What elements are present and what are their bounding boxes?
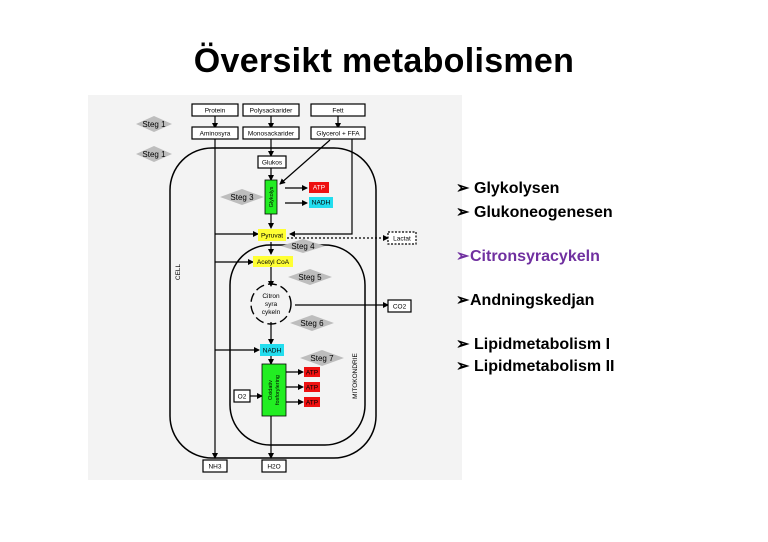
step-4-label: Steg 4 xyxy=(291,242,315,251)
list-item[interactable]: ➢Glykolysen xyxy=(456,178,559,198)
nadh-glycolysis-label: NADH xyxy=(312,200,331,207)
arrow-bullet-icon: ➢ xyxy=(456,248,470,265)
list-item-label: Lipidmetabolism II xyxy=(474,358,615,375)
atp-label-2: ATP xyxy=(306,385,318,392)
glukos-label: Glukos xyxy=(262,160,283,167)
atp-label-1: ATP xyxy=(306,370,318,377)
protein-label: Protein xyxy=(205,108,226,115)
list-item-label: Andningskedjan xyxy=(470,292,595,309)
list-item-label: Lipidmetabolism I xyxy=(474,336,611,353)
pyruvat-label: Pyruvat xyxy=(261,233,283,240)
h2o-label: H2O xyxy=(267,464,280,471)
step-1b-label: Steg 1 xyxy=(142,150,166,159)
co2-label: CO2 xyxy=(393,304,407,311)
atp-label-3: ATP xyxy=(306,400,318,407)
list-item[interactable]: ➢Lipidmetabolism I xyxy=(456,334,610,354)
arrow-bullet-icon: ➢ xyxy=(456,358,470,375)
cell-label: CELL xyxy=(175,263,182,280)
aminosyra-label: Aminosyra xyxy=(200,131,231,138)
list-item[interactable]: ➢Glukoneogenesen xyxy=(456,202,613,222)
citron-label-3: cykeln xyxy=(262,309,281,316)
arrow-bullet-icon: ➢ xyxy=(456,336,470,353)
arrow-bullet-icon: ➢ xyxy=(456,292,470,309)
oxidativ-label: Oxidativ xyxy=(268,380,274,400)
nh3-label: NH3 xyxy=(208,464,221,471)
lactat-label: Lactat xyxy=(393,236,411,243)
atp-glycolysis-label: ATP xyxy=(313,185,325,192)
o2-label: O2 xyxy=(238,394,247,401)
arrow-bullet-icon: ➢ xyxy=(456,204,470,221)
glycerol-ffa-label: Glycerol + FFA xyxy=(316,131,360,138)
step-5-label: Steg 5 xyxy=(298,273,322,282)
monosackarider-label: Monosackarider xyxy=(248,131,295,138)
list-item[interactable]: ➢Lipidmetabolism II xyxy=(456,356,614,376)
polysackarider-label: Polysackarider xyxy=(250,108,293,115)
slide-title: Översikt metabolismen xyxy=(193,42,575,80)
fosforylering-label: fosforylering xyxy=(275,375,281,405)
fett-label: Fett xyxy=(332,108,343,115)
step-3-label: Steg 3 xyxy=(230,193,254,202)
nadh-mito-label: NADH xyxy=(263,348,282,355)
step-7-label: Steg 7 xyxy=(310,354,334,363)
citron-label-2: syra xyxy=(265,301,278,308)
glykolys-label: Glykolys xyxy=(269,186,275,207)
list-item[interactable]: ➢Citronsyracykeln xyxy=(456,246,600,266)
list-item[interactable]: ➢Andningskedjan xyxy=(456,290,594,310)
list-item-label: Glukoneogenesen xyxy=(474,204,613,221)
step-1a-label: Steg 1 xyxy=(142,120,166,129)
citron-label-1: Citron xyxy=(262,293,280,300)
arrow-bullet-icon: ➢ xyxy=(456,180,470,197)
mitokondrie-label: MITOKONDRIE xyxy=(352,352,359,398)
list-item-label: Citronsyracykeln xyxy=(470,248,600,265)
acetyl-coa-label: Acetyl CoA xyxy=(257,259,290,266)
step-6-label: Steg 6 xyxy=(300,319,324,328)
list-item-label: Glykolysen xyxy=(474,180,560,197)
